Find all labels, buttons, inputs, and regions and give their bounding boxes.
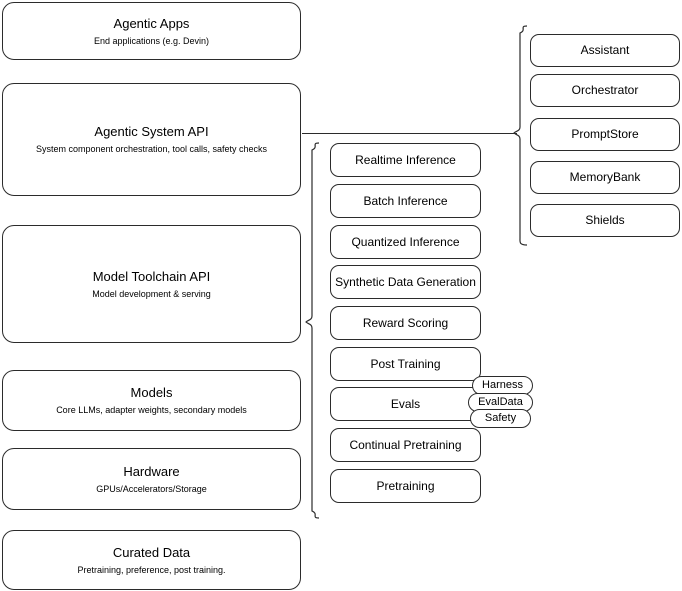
layer-title: Agentic System API xyxy=(94,124,209,139)
capability-pretraining[interactable]: Pretraining xyxy=(330,469,481,503)
capability-label: Realtime Inference xyxy=(355,152,456,167)
badge-safety[interactable]: Safety xyxy=(470,409,531,428)
component-label: PromptStore xyxy=(571,127,639,141)
component-label: MemoryBank xyxy=(569,170,641,184)
capability-quantized-inference[interactable]: Quantized Inference xyxy=(330,225,481,259)
layer-title: Model Toolchain API xyxy=(92,268,211,284)
component-label: Orchestrator xyxy=(571,83,639,97)
capability-label: Evals xyxy=(390,396,421,411)
layer-subtitle: GPUs/Accelerators/Storage xyxy=(96,483,207,494)
capability-label: Pretraining xyxy=(376,478,435,493)
capability-realtime-inference[interactable]: Realtime Inference xyxy=(330,143,481,177)
layer-title: Models xyxy=(130,385,173,400)
capability-label: Synthetic Data Generation xyxy=(335,274,476,289)
layer-curated-data[interactable]: Curated Data Pretraining, preference, po… xyxy=(2,530,301,590)
system-api-connector-line xyxy=(302,133,517,134)
capability-reward-scoring[interactable]: Reward Scoring xyxy=(330,306,481,340)
layer-hardware[interactable]: Hardware GPUs/Accelerators/Storage xyxy=(2,448,301,510)
layer-subtitle: End applications (e.g. Devin) xyxy=(93,35,210,46)
layer-model-toolchain-api[interactable]: Model Toolchain API Model development & … xyxy=(2,225,301,343)
badge-harness[interactable]: Harness xyxy=(472,376,533,395)
layer-subtitle: Model development & serving xyxy=(92,288,211,299)
component-shields[interactable]: Shields xyxy=(530,204,680,237)
layer-subtitle: Core LLMs, adapter weights, secondary mo… xyxy=(56,405,247,415)
capability-continual-pretraining[interactable]: Continual Pretraining xyxy=(330,428,481,462)
capability-label: Batch Inference xyxy=(363,193,448,208)
layer-title: Curated Data xyxy=(112,544,191,560)
capability-batch-inference[interactable]: Batch Inference xyxy=(330,184,481,218)
layer-agentic-apps[interactable]: Agentic Apps End applications (e.g. Devi… xyxy=(2,2,301,60)
component-orchestrator[interactable]: Orchestrator xyxy=(530,74,680,107)
component-memorybank[interactable]: MemoryBank xyxy=(530,161,680,194)
component-label: Shields xyxy=(585,213,625,227)
layer-agentic-system-api[interactable]: Agentic System API System component orch… xyxy=(2,83,301,196)
layer-models[interactable]: Models Core LLMs, adapter weights, secon… xyxy=(2,370,301,431)
capability-label: Continual Pretraining xyxy=(349,437,462,452)
component-label: Assistant xyxy=(580,43,630,57)
capability-synthetic-data-generation[interactable]: Synthetic Data Generation xyxy=(330,265,481,299)
capability-label: Quantized Inference xyxy=(351,234,460,249)
layer-title: Agentic Apps xyxy=(113,15,190,31)
component-promptstore[interactable]: PromptStore xyxy=(530,118,680,151)
badge-label: EvalData xyxy=(478,396,523,408)
capability-evals[interactable]: Evals xyxy=(330,387,481,421)
layer-subtitle: Pretraining, preference, post training. xyxy=(77,564,226,575)
layer-subtitle: System component orchestration, tool cal… xyxy=(35,144,268,154)
capability-label: Reward Scoring xyxy=(362,315,449,330)
layer-title: Hardware xyxy=(123,463,180,479)
capability-post-training[interactable]: Post Training xyxy=(330,347,481,381)
component-assistant[interactable]: Assistant xyxy=(530,34,680,67)
badge-label: Harness xyxy=(482,379,523,391)
capability-label: Post Training xyxy=(370,356,441,371)
badge-label: Safety xyxy=(484,412,517,424)
